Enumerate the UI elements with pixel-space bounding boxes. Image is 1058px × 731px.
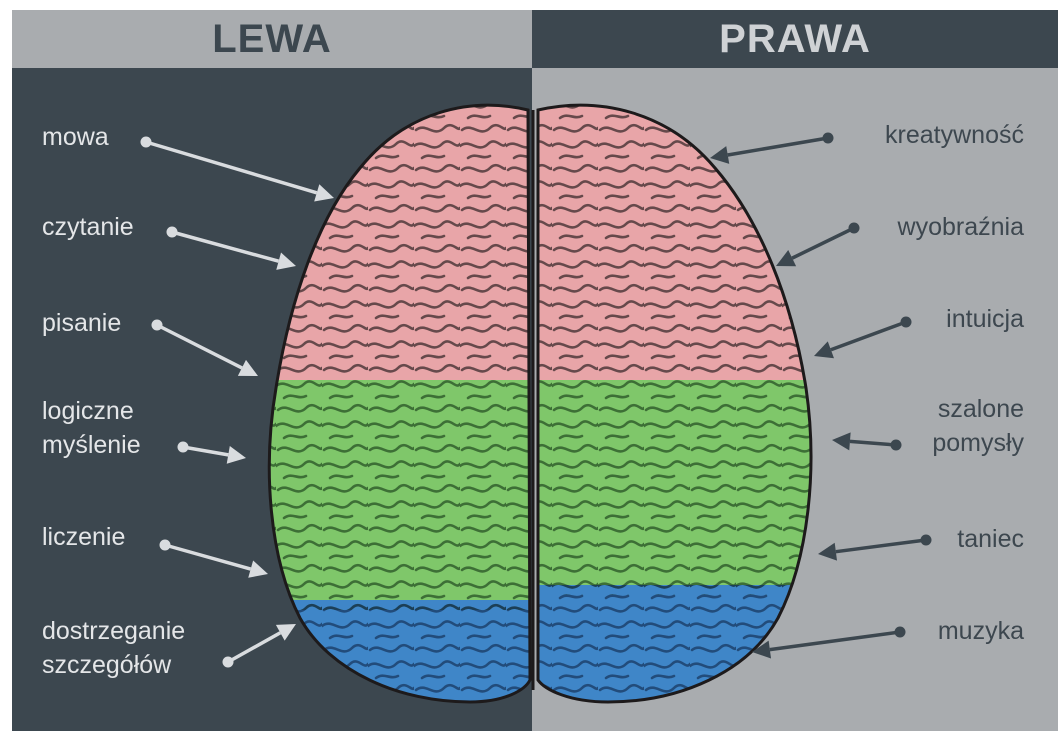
right-arrow-1 <box>776 223 860 267</box>
left-label-1: czytanie <box>42 210 134 244</box>
left-dot-0 <box>141 137 152 148</box>
left-arrow-2 <box>152 320 259 377</box>
left-label-3-line-0: logiczne <box>42 394 141 428</box>
right-label-1: wyobraźnia <box>898 210 1024 244</box>
right-label-5: muzyka <box>938 614 1024 648</box>
left-arrow-4 <box>160 540 269 578</box>
left-dot-5 <box>223 657 234 668</box>
left-brain-hemisphere <box>260 90 540 720</box>
right-arrow-4 <box>818 535 932 561</box>
right-label-3-line-0: szalone <box>932 392 1024 426</box>
left-label-0: mowa <box>42 120 109 154</box>
right-label-0: kreatywność <box>885 118 1024 152</box>
right-dot-4 <box>921 535 932 546</box>
right-label-1-line-0: wyobraźnia <box>898 210 1024 244</box>
right-label-5-line-0: muzyka <box>938 614 1024 648</box>
right-arrow-5 <box>752 627 906 659</box>
left-arrow-3 <box>178 442 247 464</box>
left-label-1-line-0: czytanie <box>42 210 134 244</box>
left-label-5-line-0: dostrzeganie <box>42 614 185 648</box>
right-label-4: taniec <box>957 522 1024 556</box>
right-dot-2 <box>901 317 912 328</box>
left-dot-4 <box>160 540 171 551</box>
left-dot-2 <box>152 320 163 331</box>
right-label-2: intuicja <box>946 302 1024 336</box>
left-label-5-line-1: szczegółów <box>42 648 185 682</box>
right-label-3-line-1: pomysły <box>932 426 1024 460</box>
right-label-3: szalonepomysły <box>932 392 1024 460</box>
right-label-0-line-0: kreatywność <box>885 118 1024 152</box>
left-dot-3 <box>178 442 189 453</box>
left-label-4: liczenie <box>42 520 125 554</box>
left-label-3-line-1: myślenie <box>42 428 141 462</box>
right-label-4-line-0: taniec <box>957 522 1024 556</box>
right-label-2-line-0: intuicja <box>946 302 1024 336</box>
left-label-2-line-0: pisanie <box>42 306 121 340</box>
left-label-2: pisanie <box>42 306 121 340</box>
right-arrow-0 <box>710 133 834 164</box>
right-arrow-2 <box>814 317 912 359</box>
left-label-4-line-0: liczenie <box>42 520 125 554</box>
right-dot-1 <box>849 223 860 234</box>
left-arrow-1 <box>167 227 297 270</box>
left-label-3: logicznemyślenie <box>42 394 141 462</box>
left-dot-1 <box>167 227 178 238</box>
right-brain-hemisphere <box>530 90 820 720</box>
left-label-0-line-0: mowa <box>42 120 109 154</box>
left-arrow-0 <box>141 137 335 202</box>
right-dot-5 <box>895 627 906 638</box>
right-arrow-3 <box>832 432 902 450</box>
left-label-5: dostrzeganieszczegółów <box>42 614 185 682</box>
right-dot-3 <box>891 440 902 451</box>
right-dot-0 <box>823 133 834 144</box>
left-arrow-5 <box>223 624 297 668</box>
